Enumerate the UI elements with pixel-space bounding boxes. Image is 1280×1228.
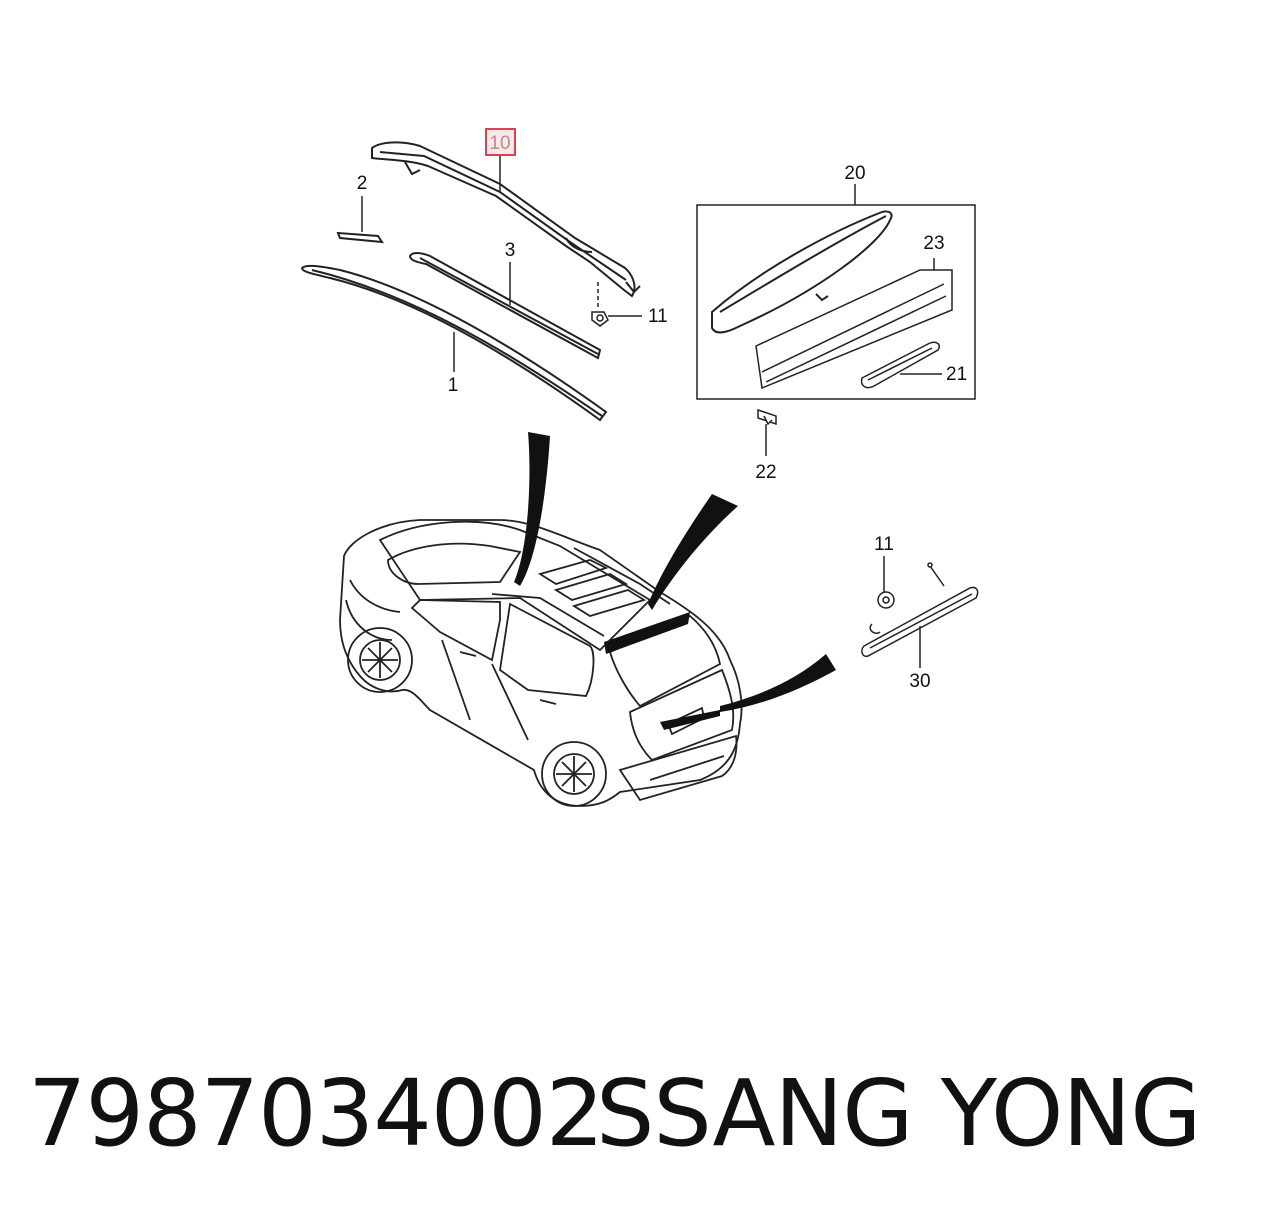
- callout-30: 30: [909, 671, 930, 692]
- callout-1: 1: [448, 375, 459, 396]
- high-mount-lamp-part: [861, 562, 979, 658]
- part-number-label: 7987034002: [28, 1060, 604, 1167]
- callout-3: 3: [505, 240, 516, 261]
- highlight-box: [485, 128, 516, 156]
- parts-diagram: 10 2 3 1 11 20 23: [300, 128, 979, 807]
- callout-11-lamp: 11: [874, 534, 894, 555]
- callout-23: 23: [923, 233, 944, 254]
- spoiler-part: [711, 210, 893, 334]
- nut-part-lamp: [877, 591, 895, 609]
- callout-2: 2: [357, 173, 368, 194]
- molding-lower-part: [300, 264, 608, 422]
- molding-upper-part: [408, 252, 602, 360]
- strip-part: [755, 269, 953, 390]
- pointer-ribbons: [514, 432, 836, 730]
- nut-part-top: [591, 311, 609, 327]
- stop-lamp-part: [860, 341, 940, 389]
- callout-10: 10: [489, 133, 510, 154]
- callout-20: 20: [844, 163, 865, 184]
- brand-label: SSANG YONG: [596, 1060, 1201, 1167]
- roof-rail-part: [371, 141, 641, 298]
- end-cap-part: [336, 231, 384, 244]
- callout-22: 22: [755, 462, 776, 483]
- bolt-part: [757, 408, 777, 426]
- callout-11-top: 11: [648, 306, 668, 327]
- callout-21: 21: [946, 364, 967, 385]
- spoiler-assembly-box: [696, 204, 976, 400]
